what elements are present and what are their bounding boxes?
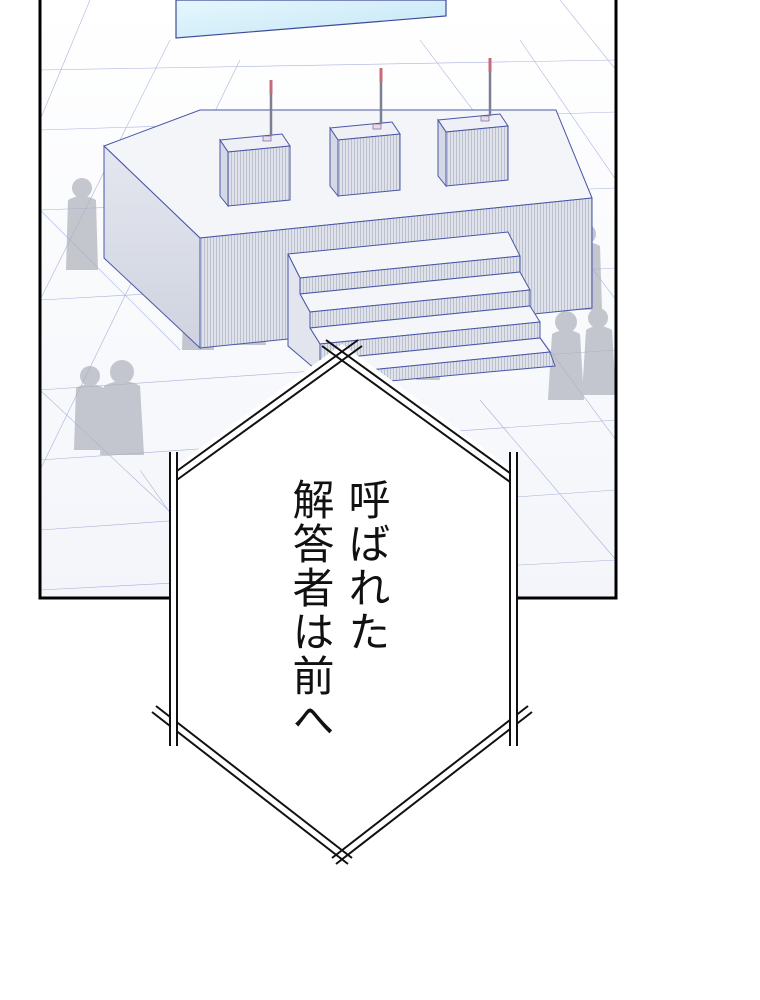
display-screen xyxy=(175,0,447,39)
bubble-text-line-1: 呼ばれた xyxy=(342,478,391,654)
panel xyxy=(40,0,616,598)
answer-podium-icon xyxy=(219,58,509,208)
hexagon-speech-bubble-icon xyxy=(151,339,533,865)
podium-left xyxy=(219,80,291,208)
podium-center xyxy=(329,68,401,198)
podium-right xyxy=(437,58,509,188)
bubble-text-line-2: 解答者は前へ xyxy=(286,478,335,742)
